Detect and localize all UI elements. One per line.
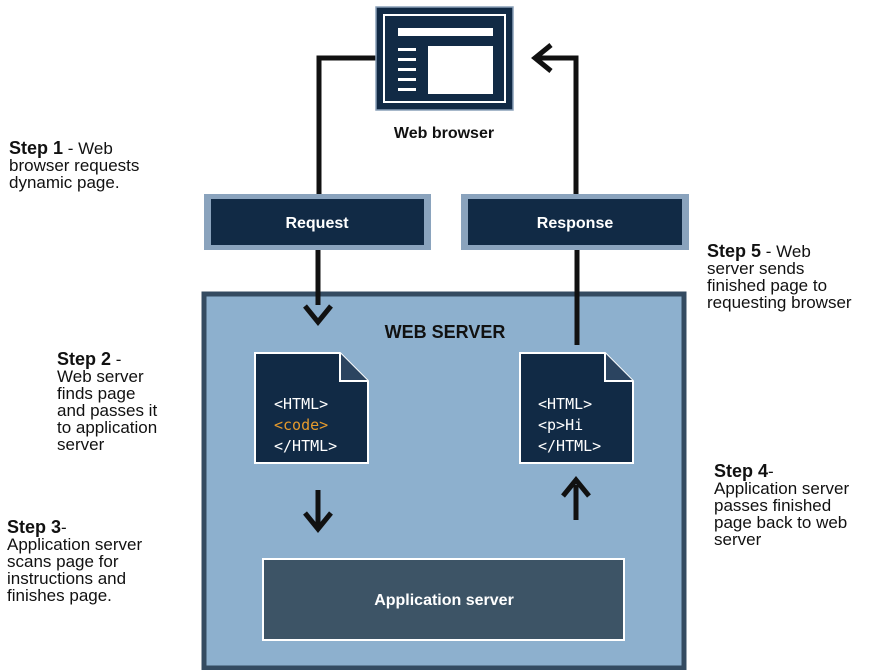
step-1-line-3: dynamic page.	[9, 173, 120, 192]
doc-right-line-1: <HTML>	[538, 395, 592, 413]
step-1-line-1: Web	[78, 139, 113, 158]
step-5-note: Step 5 - Web server sends finished page …	[707, 241, 852, 312]
doc-left-line-1: <HTML>	[274, 395, 328, 413]
step-1-separator: -	[63, 139, 79, 158]
doc-right-line-2: <p>Hi	[538, 416, 583, 434]
step-4-line-4: server	[714, 530, 762, 549]
browser-label: Web browser	[394, 125, 494, 142]
doc-left-line-2: <code>	[274, 416, 328, 434]
step-3-separator: -	[61, 518, 67, 537]
document-icon: <HTML> <p>Hi </HTML>	[519, 352, 634, 464]
application-server-label: Application server	[374, 592, 514, 609]
doc-right-line-3: </HTML>	[538, 437, 601, 455]
step-3-line-1: Application server	[7, 535, 143, 554]
step-1-line-2: browser requests	[9, 156, 140, 175]
request-box: Request	[204, 194, 431, 250]
step-1-note: Step 1 - Web browser requests dynamic pa…	[9, 138, 140, 192]
step-1-title: Step 1	[9, 138, 64, 158]
step-5-line-1: Web	[776, 242, 811, 261]
application-server-box: Application server	[262, 558, 625, 641]
doc-left-line-3: </HTML>	[274, 437, 337, 455]
request-label: Request	[285, 215, 349, 232]
step-2-line-3: and passes it	[57, 401, 158, 420]
step-3-line-2: scans page for	[7, 552, 119, 571]
step-2-line-1: Web server	[57, 367, 144, 386]
step-3-line-4: finishes page.	[7, 586, 112, 605]
response-label: Response	[537, 215, 614, 232]
step-3-title: Step 3	[7, 517, 62, 537]
step-4-line-1: Application server	[714, 479, 850, 498]
step-4-note: Step 4- Application server passes finish…	[714, 461, 850, 549]
document-icon: <HTML> <code> </HTML>	[254, 352, 369, 464]
step-4-line-3: page back to web	[714, 513, 848, 532]
step-5-line-2: server sends	[707, 259, 805, 278]
step-4-title: Step 4	[714, 461, 769, 481]
web-server-label: WEB SERVER	[385, 322, 506, 342]
response-to-browser-arrow-head	[531, 43, 553, 73]
request-to-doc-arrow-head	[303, 304, 333, 326]
step-2-line-4: to application	[57, 418, 158, 437]
step-3-note: Step 3- Application server scans page fo…	[7, 517, 143, 605]
browser-window-icon	[375, 6, 514, 111]
step-4-separator: -	[768, 462, 774, 481]
step-5-line-4: requesting browser	[707, 293, 852, 312]
response-box: Response	[461, 194, 689, 250]
response-to-browser-line	[535, 55, 579, 194]
step-2-line-2: finds page	[57, 384, 136, 403]
step-2-title: Step 2	[57, 349, 112, 369]
step-2-separator: -	[111, 350, 122, 369]
step-5-separator: -	[761, 242, 777, 261]
step-5-line-3: finished page to	[707, 276, 828, 295]
step-4-line-2: passes finished	[714, 496, 832, 515]
down-arrow-icon	[303, 490, 333, 533]
step-2-note: Step 2 - Web server finds page and passe…	[57, 349, 158, 454]
up-arrow-icon	[561, 476, 591, 520]
browser-to-request-line	[316, 55, 376, 194]
step-2-line-5: server	[57, 435, 105, 454]
step-3-line-3: instructions and	[7, 569, 127, 588]
step-5-title: Step 5	[707, 241, 762, 261]
